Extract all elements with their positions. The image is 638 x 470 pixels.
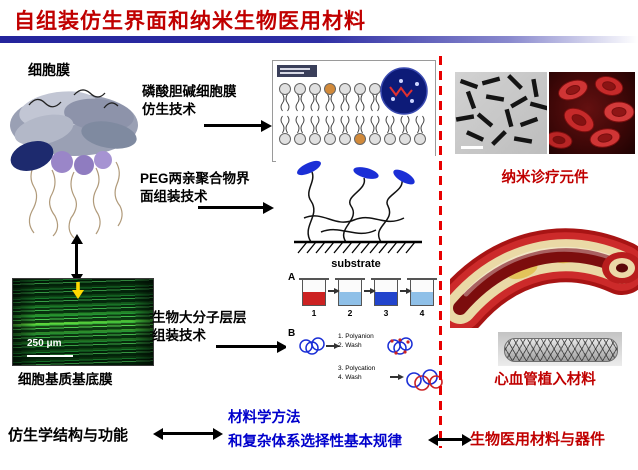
step-arrow-icon [326, 345, 334, 347]
beaker-arrow-icon [364, 290, 370, 292]
lipid-tails-icon [28, 161, 123, 239]
beaker-number: 2 [347, 308, 353, 318]
materials-method-line1: 材料学方法 [228, 410, 301, 426]
tem-scale-bar [461, 146, 483, 149]
beaker-2-icon [335, 278, 365, 306]
basement-membrane-micrograph: 250 μm [12, 278, 154, 366]
beaker-3-icon [371, 278, 401, 306]
panel-a-label: A [288, 272, 296, 283]
cell-membrane-illustration [10, 89, 138, 239]
red-blood-cells-image [549, 72, 635, 154]
yellow-arrow-icon [72, 282, 84, 299]
arrow-to-lipid-figure [204, 124, 262, 127]
title-underline-bar [0, 36, 638, 43]
panel-b-label: B [288, 328, 296, 339]
nano-devices-label: 纳米诊疗元件 [501, 170, 589, 186]
peg-polymer-figure: substrate [276, 156, 436, 270]
lipid-bilayer-figure [272, 60, 436, 162]
materials-method-line2: 和复杂体系选择性基本规律 [228, 434, 402, 450]
bottom-double-arrow-left [162, 432, 214, 435]
lbl-step-1: 1. Polyanion [338, 333, 374, 340]
technique-lbl-label: 生物大分子层层 组装技术 [152, 310, 247, 343]
beaker-1-icon [299, 278, 329, 306]
lbl-step-3: 3. Polycation [338, 365, 376, 372]
scale-bar [27, 355, 73, 357]
beaker-arrow-icon [328, 290, 334, 292]
technique-peg-label: PEG两亲聚合物界 面组装技术 [140, 171, 250, 204]
stent-photo [498, 332, 622, 366]
technique-phosphorylcholine-label: 磷酸胆碱细胞膜 仿生技术 [142, 84, 237, 117]
step-arrow-icon [390, 376, 398, 378]
page-title: 自组装仿生界面和纳米生物医用材料 [14, 10, 366, 33]
lbl-step-2: 2. Wash [338, 341, 362, 349]
cell-membrane-label: 细胞膜 [28, 62, 70, 78]
red-dashed-divider [439, 56, 442, 448]
arrow-to-lbl-figure [216, 345, 278, 348]
cardio-implant-label: 心血管植入材料 [494, 372, 596, 388]
biomedical-devices-label: 生物医用材料与器件 [470, 431, 606, 448]
beaker-number: 3 [383, 308, 389, 318]
stent-mesh-icon [504, 338, 618, 362]
blood-vessel-illustration [450, 228, 638, 328]
biomimetic-structure-label: 仿生学结构与功能 [8, 427, 129, 444]
polymer-coil-icon [299, 337, 325, 355]
lbl-step-4: 4. Wash [338, 373, 362, 381]
peg-block-icon [297, 160, 415, 185]
figure-caption-box [277, 65, 317, 77]
beaker-4-icon [407, 278, 437, 306]
scale-text: 250 μm [27, 338, 62, 349]
beaker-arrow-icon [400, 290, 406, 292]
basement-membrane-label: 细胞基质基底膜 [18, 372, 113, 387]
beaker-number: 1 [311, 308, 317, 318]
beaker-number: 4 [419, 308, 425, 318]
layer-by-layer-figure: A 1 2 3 4 B 1. Polyanion 2. Wash [286, 270, 452, 400]
substrate-label: substrate [331, 258, 381, 270]
nanorod-tem-image [455, 72, 549, 154]
multilayer-coil-icon [406, 369, 443, 391]
arrow-to-peg-figure [198, 206, 264, 209]
vertical-double-arrow [75, 243, 78, 275]
bottom-double-arrow-right [437, 438, 463, 441]
polymer-coil-coated-icon [387, 337, 413, 355]
